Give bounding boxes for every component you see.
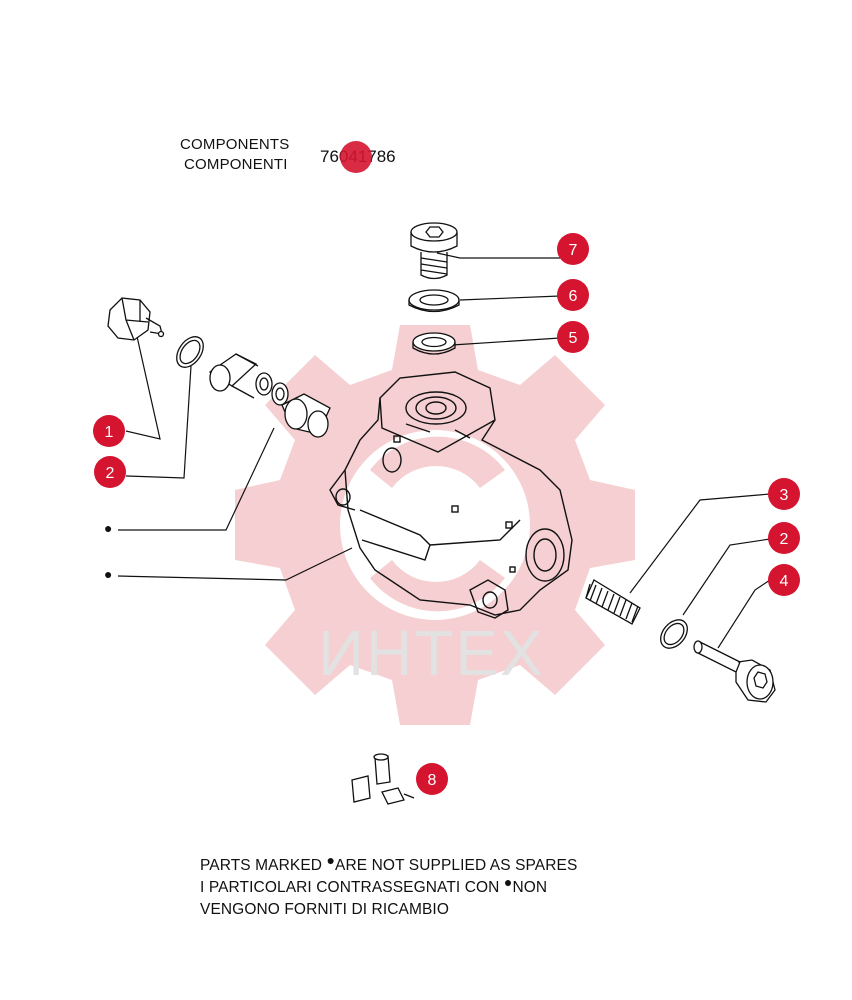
callout-number: 2 <box>106 465 115 482</box>
callout-spring: 3 <box>768 478 800 510</box>
note-line-2-start: I PARTICOLARI CONTRASSEGNATI CON <box>200 879 504 896</box>
bullet-marker: ● <box>104 566 113 582</box>
note-line-2-end: NON <box>512 879 548 896</box>
callout-balloon <box>557 321 589 353</box>
spring-part <box>585 579 641 625</box>
washer-5 <box>412 332 456 355</box>
valve-housing <box>329 371 573 619</box>
callout-balloon <box>557 279 589 311</box>
note-line-2: I PARTICOLARI CONTRASSEGNATI CON ●NON <box>200 874 548 897</box>
bullet-marker: ● <box>503 874 513 890</box>
plug-part <box>107 297 165 341</box>
note-line-1-start: PARTS MARKED <box>200 857 327 874</box>
note-line-3: VENGONO FORNITI DI RICAMBIO <box>200 901 449 918</box>
callout-balloon <box>416 763 448 795</box>
bullet-marker: ● <box>326 852 336 868</box>
kit-part <box>351 753 415 805</box>
leader-lines <box>117 252 771 649</box>
callout-washer: 5 <box>557 321 589 353</box>
callout-balloon <box>93 415 125 447</box>
callout-number: 2 <box>780 531 789 548</box>
components-label-en: COMPONENTS <box>180 136 290 153</box>
components-label-it: COMPONENTI <box>184 156 288 173</box>
spool-components <box>208 353 331 438</box>
callout-number: 8 <box>428 772 437 789</box>
callout-valve-stem: 4 <box>768 564 800 596</box>
callout-o-ring: 2 <box>768 522 800 554</box>
callout-number: 4 <box>780 573 789 590</box>
callout-number: 5 <box>569 330 578 347</box>
note-line-1-end: ARE NOT SUPPLIED AS SPARES <box>335 857 578 874</box>
callout-balloon <box>768 564 800 596</box>
o-ring-right <box>660 619 688 649</box>
callout-o-ring: 2 <box>94 456 126 488</box>
note-line-1: PARTS MARKED ●ARE NOT SUPPLIED AS SPARES <box>200 852 578 875</box>
callout-plug: 1 <box>93 415 125 447</box>
callout-number: 3 <box>780 487 789 504</box>
callout-washer: 6 <box>557 279 589 311</box>
o-ring-left <box>176 336 204 368</box>
washer-6 <box>408 289 460 313</box>
callout-balloon <box>768 522 800 554</box>
callout-kit: 8 <box>416 763 448 795</box>
bolt-part <box>410 222 458 280</box>
callout-number: 6 <box>569 288 578 305</box>
callout-number: 7 <box>569 242 578 259</box>
watermark-text: ИНТЕХ <box>318 617 545 689</box>
valve-stem-part <box>693 640 776 703</box>
callout-number: 1 <box>105 424 114 441</box>
callout-balloon <box>557 233 589 265</box>
callout-balloon <box>768 478 800 510</box>
callout-balloon <box>94 456 126 488</box>
callout-bolt: 7 <box>557 233 589 265</box>
bullet-marker: ● <box>104 520 113 536</box>
